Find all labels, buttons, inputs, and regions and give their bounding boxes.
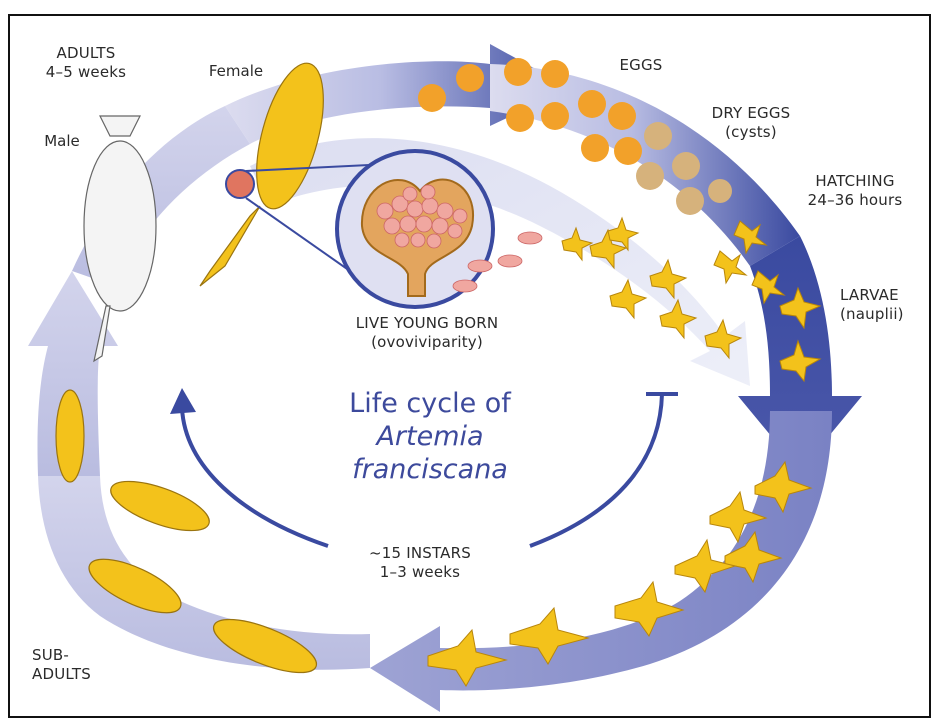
- egg: [614, 137, 642, 165]
- label-sub-adults-line1: SUB-: [32, 646, 112, 665]
- label-hatching-title: HATCHING: [780, 172, 930, 191]
- label-instars-duration: 1–3 weeks: [350, 563, 490, 582]
- label-hatching-duration: 24–36 hours: [780, 191, 930, 210]
- egg: [541, 102, 569, 130]
- sub-adult: [56, 390, 84, 482]
- nauplii-group: [428, 218, 820, 686]
- male-body: [84, 141, 156, 311]
- diagram-frame: ADULTS 4–5 weeks Female Male EGGS DRY EG…: [8, 14, 931, 718]
- egg: [506, 104, 534, 132]
- dry-egg: [676, 187, 704, 215]
- label-adults-duration: 4–5 weeks: [36, 63, 136, 82]
- egg: [418, 84, 446, 112]
- dry-egg: [672, 152, 700, 180]
- male-head: [100, 116, 140, 136]
- egg: [504, 58, 532, 86]
- label-sub-adults-line2: ADULTS: [32, 665, 112, 684]
- label-dry-eggs-title: DRY EGGS: [696, 104, 806, 123]
- arrow-bottom-left: [38, 476, 370, 670]
- label-dry-eggs-subtitle: (cysts): [696, 123, 806, 142]
- sub-adult: [105, 471, 215, 540]
- label-male: Male: [32, 132, 92, 151]
- label-sub-adults: SUB- ADULTS: [32, 646, 112, 684]
- label-dry-eggs: DRY EGGS (cysts): [696, 104, 806, 142]
- label-female: Female: [196, 62, 276, 81]
- label-adults: ADULTS 4–5 weeks: [36, 44, 136, 82]
- label-larvae-subtitle: (nauplii): [840, 305, 931, 324]
- label-larvae: LARVAE (nauplii): [840, 286, 931, 324]
- center-title-line2: Artemia: [310, 421, 550, 452]
- label-adults-title: ADULTS: [36, 44, 136, 63]
- egg: [456, 64, 484, 92]
- egg: [581, 134, 609, 162]
- label-larvae-title: LARVAE: [840, 286, 931, 305]
- label-live-young: LIVE YOUNG BORN (ovoviviparity): [322, 314, 532, 352]
- label-instars-title: ~15 INSTARS: [350, 544, 490, 563]
- female-tail: [200, 206, 260, 286]
- label-live-young-title: LIVE YOUNG BORN: [322, 314, 532, 333]
- dry-egg: [644, 122, 672, 150]
- dry-egg: [636, 162, 664, 190]
- egg: [578, 90, 606, 118]
- label-eggs: EGGS: [606, 56, 676, 75]
- label-instars: ~15 INSTARS 1–3 weeks: [350, 544, 490, 582]
- label-live-young-subtitle: (ovoviviparity): [322, 333, 532, 352]
- dry-egg: [708, 179, 732, 203]
- egg: [541, 60, 569, 88]
- center-title-line3: franciscana: [310, 454, 550, 485]
- inner-arrowhead-left: [170, 388, 196, 414]
- center-title-line1: Life cycle of: [310, 388, 550, 419]
- ovisac-cluster: [226, 170, 254, 198]
- label-hatching: HATCHING 24–36 hours: [780, 172, 930, 210]
- nauplius: [714, 251, 746, 283]
- egg: [608, 102, 636, 130]
